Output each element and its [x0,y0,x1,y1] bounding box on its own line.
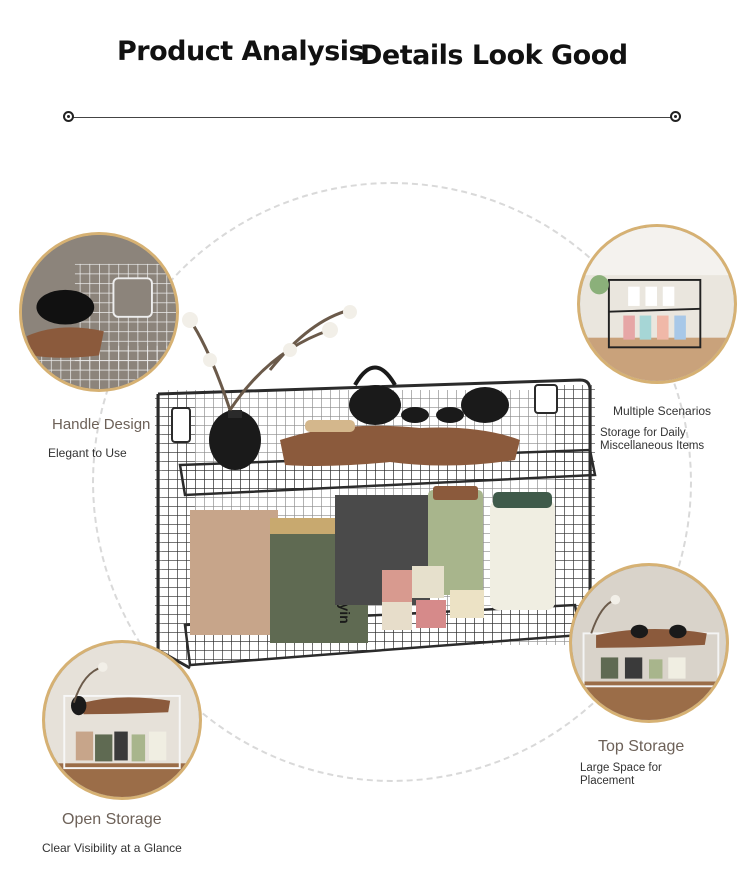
multiple-scenarios-title: Multiple Scenarios [613,404,712,418]
top-storage-thumbnail [569,563,729,723]
dashed-guide-circle [92,182,692,782]
top-storage-subtitle-2: Placement [580,775,635,787]
handle-design-subtitle: Elegant to Use [48,446,127,460]
divider-right-dot [670,111,681,122]
multiple-scenarios-subtitle-2: Miscellaneous Items [600,440,705,452]
handle-design-title: Handle Design [52,416,151,433]
multiple-scenarios-subtitle-1: Storage for Daily [600,427,686,439]
top-storage-subtitle-1: Large Space for [580,762,662,774]
page-title-right: Details Look Good [360,40,628,71]
open-storage-title: Open Storage [62,811,162,828]
page-title-left: Product Analysis [117,36,365,67]
top-storage-title: Top Storage [598,738,685,755]
divider-left-dot [63,111,74,122]
multiple-scenarios-thumbnail [577,224,737,384]
open-storage-subtitle: Clear Visibility at a Glance [42,841,182,855]
handle-design-thumbnail [19,232,179,392]
open-storage-thumbnail [42,640,202,800]
product-image: Tieguanyin [150,290,600,680]
title-divider [69,117,676,118]
